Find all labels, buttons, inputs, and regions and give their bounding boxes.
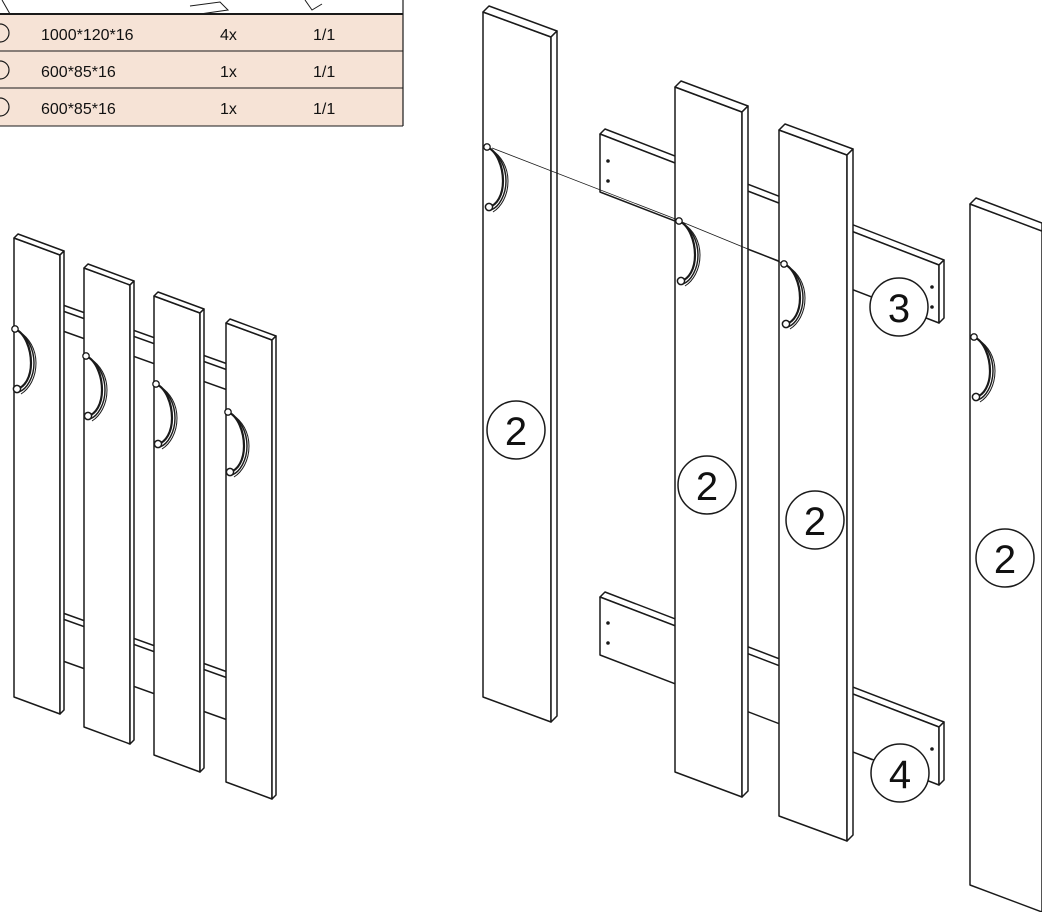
callout-board-d	[975, 528, 1035, 588]
callout-label: 2	[505, 410, 527, 454]
callout-board-c	[785, 490, 845, 550]
callout-board-b	[677, 455, 737, 515]
panel-icon	[189, 1, 230, 15]
callout-board-a	[486, 400, 546, 460]
callout-label: 2	[804, 500, 826, 544]
row-2-ratio: 1/1	[313, 64, 335, 81]
header-icon-fragment	[1, 0, 11, 15]
screw-holes	[606, 159, 934, 751]
part-marker-icon	[0, 23, 10, 43]
part-marker-icon	[0, 60, 10, 80]
row-1-ratio: 1/1	[313, 27, 335, 44]
row-3-qty: 1x	[220, 101, 237, 118]
row-3-ratio: 1/1	[313, 101, 335, 118]
callout-rail-bottom	[870, 743, 930, 803]
row-1-qty: 4x	[220, 27, 237, 44]
exploded-view	[482, 5, 1042, 912]
box-icon	[304, 0, 323, 11]
assembled-rack	[13, 233, 277, 800]
callout-label: 2	[994, 538, 1016, 582]
callout-label: 3	[888, 287, 910, 331]
row-2-size: 600*85*16	[41, 64, 116, 81]
alignment-lines	[491, 147, 873, 761]
part-marker-icon	[0, 97, 10, 117]
callout-label: 2	[696, 465, 718, 509]
row-1-size: 1000*120*16	[41, 27, 134, 44]
callout-label: 4	[889, 753, 911, 797]
row-3-size: 600*85*16	[41, 101, 116, 118]
row-2-qty: 1x	[220, 64, 237, 81]
parts-table: 1000*120*16 4x 1/1 600*85*16 1x 1/1 600*…	[0, 0, 404, 127]
callout-rail-top	[869, 277, 929, 337]
